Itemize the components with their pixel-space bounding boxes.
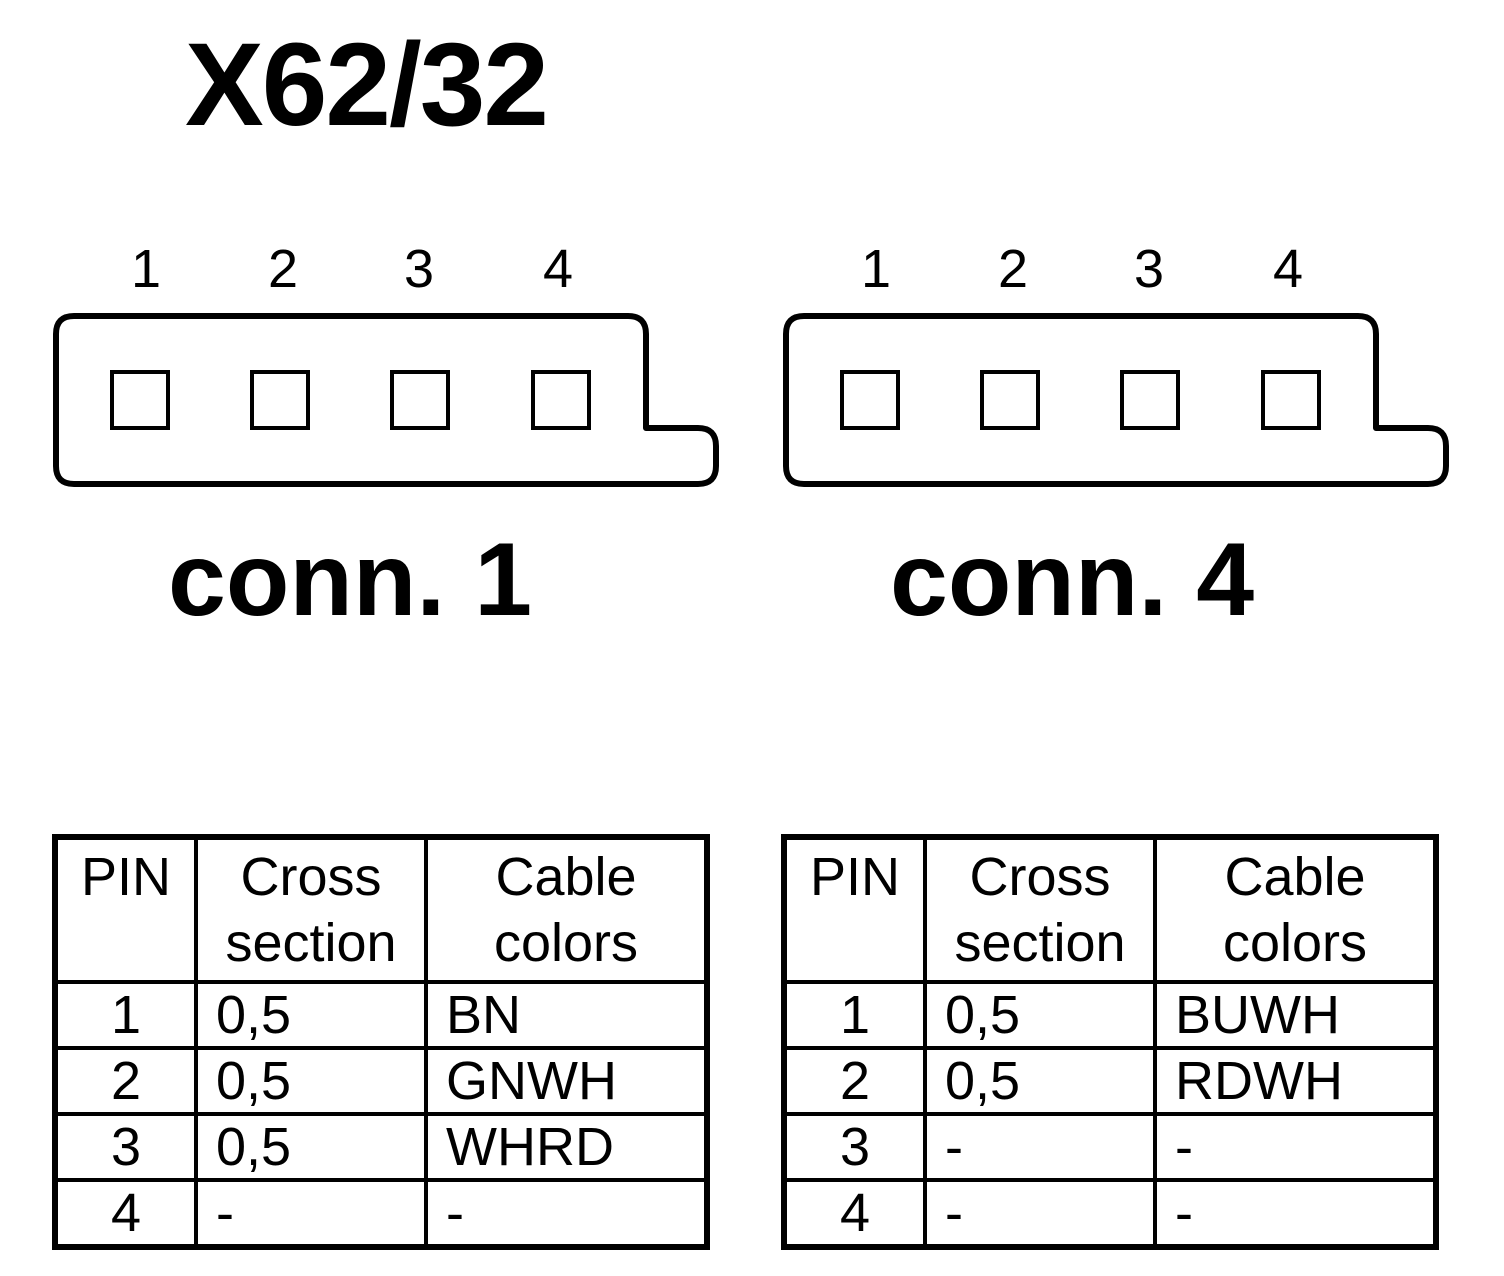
pin-number-label: 1 [860, 239, 892, 299]
cross-section-cell: 0,5 [194, 980, 428, 1050]
pin-number-label: 4 [542, 239, 574, 299]
connector-1: 1 2 3 4 conn. 1 [50, 230, 730, 650]
pin-cell: 1 [782, 980, 927, 1050]
cable-color-cell: BUWH [1153, 980, 1438, 1050]
pin-socket [390, 370, 450, 430]
table-row: 4 - - [782, 1178, 1438, 1249]
cable-color-cell: - [1153, 1178, 1438, 1249]
cross-section-cell: - [923, 1178, 1157, 1249]
connector-4: 1 2 3 4 conn. 4 [780, 230, 1460, 650]
cross-section-cell: 0,5 [194, 1112, 428, 1182]
pin-socket [531, 370, 591, 430]
pin-cell: 2 [53, 1046, 198, 1116]
header-pin: PIN [782, 835, 927, 984]
cross-section-cell: 0,5 [923, 1046, 1157, 1116]
pin-socket [250, 370, 310, 430]
pin-number-label: 2 [267, 239, 299, 299]
cable-color-cell: GNWH [424, 1046, 709, 1116]
cable-color-cell: WHRD [424, 1112, 709, 1182]
table-row: 1 0,5 BN [53, 980, 709, 1050]
pin-cell: 1 [53, 980, 198, 1050]
connector-label: conn. 1 [168, 522, 533, 638]
pin-socket [980, 370, 1040, 430]
pin-cell: 3 [53, 1112, 198, 1182]
cable-color-cell: - [424, 1178, 709, 1249]
header-pin: PIN [53, 835, 198, 984]
table-row: 1 0,5 BUWH [782, 980, 1438, 1050]
pin-number-label: 1 [130, 239, 162, 299]
table-row: 3 0,5 WHRD [53, 1112, 709, 1182]
pin-cell: 2 [782, 1046, 927, 1116]
pin-number-label: 3 [403, 239, 435, 299]
pin-socket [110, 370, 170, 430]
cable-color-cell: - [1153, 1112, 1438, 1182]
pin-cell: 3 [782, 1112, 927, 1182]
cross-section-cell: - [194, 1178, 428, 1249]
pin-cell: 4 [782, 1178, 927, 1249]
cable-color-cell: BN [424, 980, 709, 1050]
table-row: 4 - - [53, 1178, 709, 1249]
pin-number-label: 4 [1272, 239, 1304, 299]
pin-number-label: 2 [997, 239, 1029, 299]
table-row: 2 0,5 RDWH [782, 1046, 1438, 1116]
table-row: 3 - - [782, 1112, 1438, 1182]
connector-housing-shape [783, 313, 1449, 487]
diagram-title: X62/32 [185, 19, 549, 151]
table-row: 2 0,5 GNWH [53, 1046, 709, 1116]
pin-cell: 4 [53, 1178, 198, 1249]
cross-section-cell: - [923, 1112, 1157, 1182]
connector-label: conn. 4 [890, 522, 1255, 638]
cross-section-cell: 0,5 [923, 980, 1157, 1050]
pin-socket [1120, 370, 1180, 430]
cross-section-cell: 0,5 [194, 1046, 428, 1116]
pin-socket [840, 370, 900, 430]
pin-number-label: 3 [1133, 239, 1165, 299]
connector-housing-shape [53, 313, 719, 487]
pin-socket [1261, 370, 1321, 430]
cable-color-cell: RDWH [1153, 1046, 1438, 1116]
